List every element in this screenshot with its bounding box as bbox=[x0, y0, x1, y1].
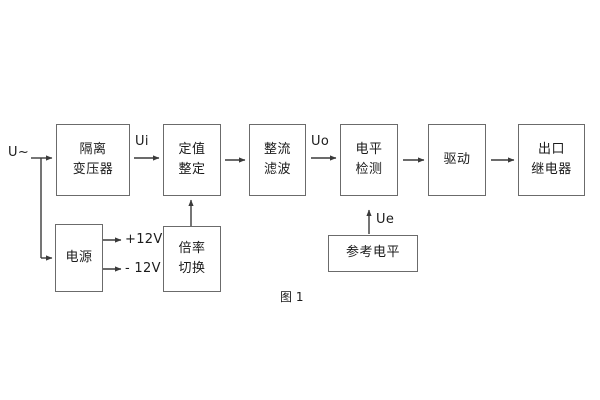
figure-caption: 图 1 bbox=[280, 290, 304, 304]
block-line: 参考电平 bbox=[345, 245, 400, 261]
block-line: 出口 bbox=[537, 141, 565, 157]
block-line: 整定 bbox=[178, 162, 206, 177]
block-line: 定值 bbox=[178, 141, 206, 157]
block-reference-level[interactable]: 参考电平 bbox=[328, 235, 418, 272]
block-level-detection[interactable]: 电平 检测 bbox=[340, 124, 398, 196]
block-line: 驱动 bbox=[443, 151, 471, 167]
block-output-relay[interactable]: 出口 继电器 bbox=[518, 124, 585, 196]
label-minus-12v: - 12V bbox=[125, 261, 161, 276]
block-drive[interactable]: 驱动 bbox=[428, 124, 486, 196]
block-line: 整流 bbox=[263, 141, 291, 157]
block-power-supply[interactable]: 电源 bbox=[55, 224, 103, 292]
block-setting-value[interactable]: 定值 整定 bbox=[163, 124, 221, 196]
block-line: 切换 bbox=[178, 261, 206, 276]
block-isolation-transformer[interactable]: 隔离 变压器 bbox=[56, 124, 130, 196]
block-line: 电源 bbox=[65, 249, 93, 265]
block-line: 隔离 bbox=[79, 141, 107, 157]
wire-input-bus bbox=[31, 155, 53, 261]
label-plus-12v: +12V bbox=[125, 232, 163, 247]
block-line: 继电器 bbox=[531, 162, 572, 177]
label-ui: Ui bbox=[135, 134, 149, 149]
block-line: 检测 bbox=[355, 162, 383, 177]
block-line: 电平 bbox=[355, 141, 383, 157]
block-line: 变压器 bbox=[72, 162, 114, 177]
label-input-voltage: U~ bbox=[8, 145, 30, 160]
block-line: 倍率 bbox=[178, 240, 206, 256]
block-multiplier-switch[interactable]: 倍率 切换 bbox=[163, 226, 221, 292]
label-ue: Ue bbox=[376, 212, 395, 227]
wire-power-outputs bbox=[103, 237, 122, 272]
label-uo: Uo bbox=[311, 134, 330, 149]
block-line: 滤波 bbox=[263, 162, 291, 177]
block-rectify-filter[interactable]: 整流 滤波 bbox=[249, 124, 306, 196]
